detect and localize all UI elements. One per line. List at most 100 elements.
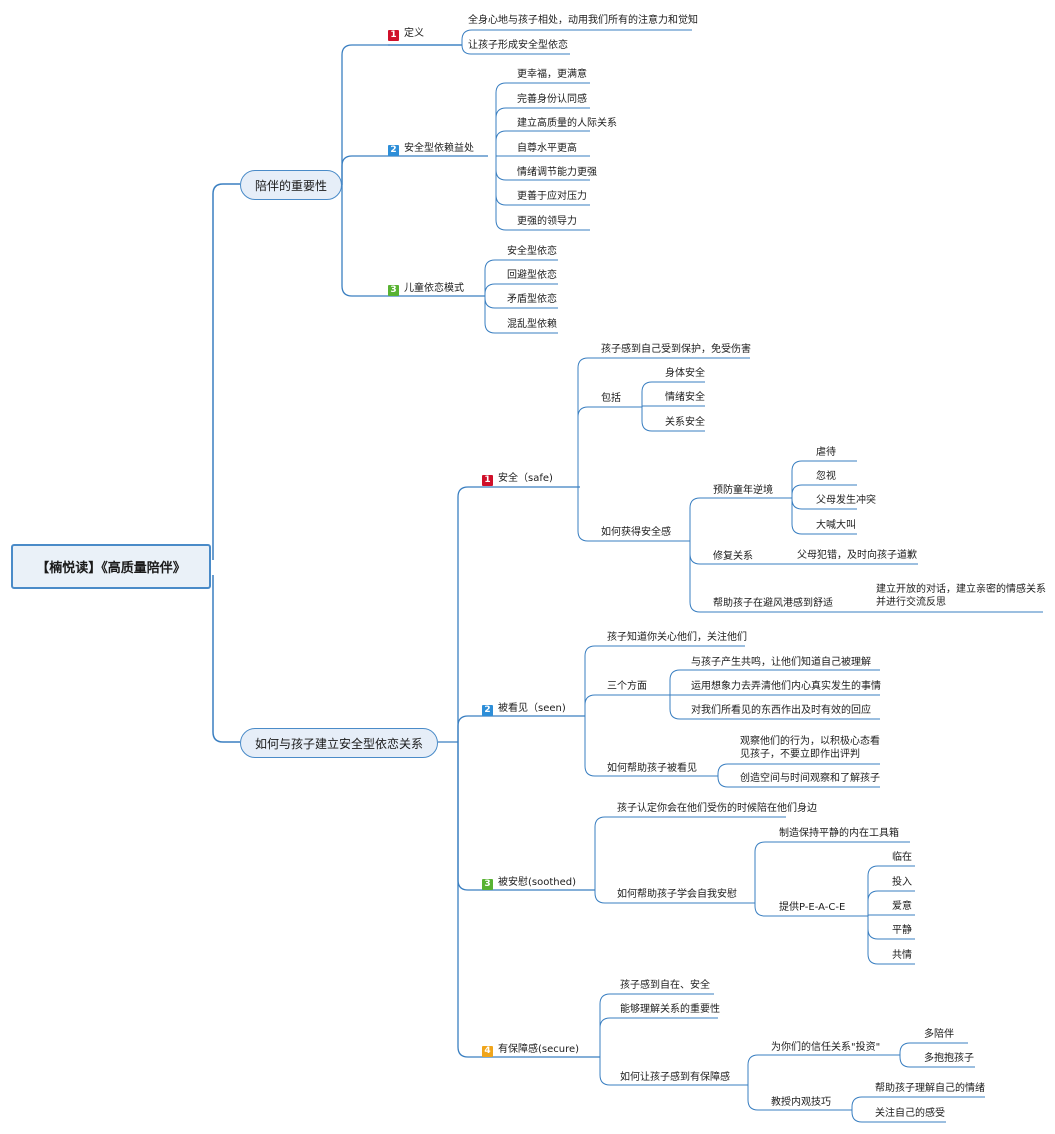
subtopic[interactable]: 情绪调节能力更强: [517, 167, 597, 178]
subtopic[interactable]: 孩子感到自在、安全: [620, 980, 710, 991]
subtopic[interactable]: 完善身份认同感: [517, 94, 587, 105]
subtopic[interactable]: 运用想象力去弄清他们内心真实发生的事情: [691, 681, 881, 692]
subtopic[interactable]: 回避型依恋: [507, 270, 557, 281]
connector-line: [461, 44, 570, 55]
subtopic[interactable]: 帮助孩子在避风港感到舒适: [713, 598, 833, 609]
connector-line: [899, 1042, 968, 1055]
connector-line: [867, 914, 915, 917]
connector-line: [791, 460, 857, 498]
subtopic[interactable]: 身体安全: [665, 368, 705, 379]
subtopic[interactable]: 多抱抱孩子: [924, 1053, 974, 1064]
subtopic[interactable]: 父母发生冲突: [816, 495, 876, 506]
subtopic[interactable]: 关注自己的感受: [875, 1108, 945, 1119]
subtopic[interactable]: 预防童年逆境: [713, 485, 773, 496]
connector-line: [577, 487, 690, 542]
connector-line: [457, 742, 595, 891]
priority-2-icon: 2: [482, 705, 493, 716]
subtopic[interactable]: 帮助孩子理解自己的情绪: [875, 1083, 985, 1094]
root-topic[interactable]: 【楠悦读】《高质量陪伴》: [11, 544, 211, 589]
subtopic[interactable]: 能够理解关系的重要性: [620, 1004, 720, 1015]
subtopic[interactable]: 多陪伴: [924, 1029, 954, 1040]
connector-line: [457, 742, 600, 1058]
subtopic[interactable]: 临在: [892, 852, 912, 863]
subtopic[interactable]: 建立开放的对话，建立亲密的情感关系并进行交流反思: [876, 584, 1046, 608]
subtopic[interactable]: 与孩子产生共鸣，让他们知道自己被理解: [691, 657, 871, 668]
subtopic[interactable]: 父母犯错，及时向孩子道歉: [797, 550, 917, 561]
subtopic[interactable]: 孩子认定你会在他们受伤的时候陪在他们身边: [617, 803, 817, 814]
connector-line: [457, 486, 580, 742]
main-topic-importance[interactable]: 陪伴的重要性: [240, 170, 342, 200]
connector-line: [867, 865, 915, 916]
subtopic[interactable]: 对我们所看见的东西作出及时有效的回应: [691, 705, 871, 716]
subtopic[interactable]: 共情: [892, 950, 912, 961]
topic-soothed[interactable]: 3 被安慰(soothed): [482, 876, 576, 890]
connector-line: [754, 903, 868, 917]
subtopic-includes[interactable]: 包括: [601, 393, 621, 404]
subtopic[interactable]: 修复关系: [713, 551, 753, 562]
subtopic[interactable]: 虐待: [816, 447, 836, 458]
connector-line: [341, 44, 462, 185]
subtopic[interactable]: 更善于应对压力: [517, 191, 587, 202]
topic-label: 定义: [404, 28, 424, 39]
connector-line: [484, 283, 558, 296]
connector-line: [599, 1017, 718, 1057]
subtopic[interactable]: 如何帮助孩子被看见: [607, 763, 697, 774]
connector-line: [341, 185, 485, 297]
connector-line: [495, 82, 590, 156]
connector-line: [689, 541, 852, 613]
subtopic[interactable]: 更幸福，更满意: [517, 69, 587, 80]
topic-label: 安全（safe): [498, 473, 553, 484]
priority-3-icon: 3: [388, 285, 399, 296]
subtopic[interactable]: 平静: [892, 925, 912, 936]
connector-line: [669, 695, 880, 720]
subtopic[interactable]: 混乱型依赖: [507, 319, 557, 330]
subtopic[interactable]: 大喊大叫: [816, 520, 856, 531]
subtopic-how-safe[interactable]: 如何获得安全感: [601, 527, 671, 538]
subtopic[interactable]: 爱意: [892, 901, 912, 912]
topic-label: 安全型依赖益处: [404, 143, 474, 154]
priority-3-icon: 3: [482, 879, 493, 890]
subtopic[interactable]: 教授内观技巧: [771, 1097, 831, 1108]
subtopic[interactable]: 三个方面: [607, 681, 647, 692]
connector-line: [717, 763, 880, 776]
connector-line: [669, 669, 880, 695]
subtopic[interactable]: 自尊水平更高: [517, 143, 577, 154]
connector-line: [495, 130, 590, 156]
subtopic[interactable]: 矛盾型依恋: [507, 294, 557, 305]
subtopic[interactable]: 关系安全: [665, 417, 705, 428]
main-topic-build-attachment[interactable]: 如何与孩子建立安全型依恋关系: [240, 728, 438, 758]
topic-label: 儿童依恋模式: [404, 283, 464, 294]
subtopic[interactable]: 创造空间与时间观察和了解孩子: [740, 773, 880, 784]
subtopic[interactable]: 提供P-E-A-C-E: [779, 902, 846, 913]
subtopic[interactable]: 更强的领导力: [517, 216, 577, 227]
subtopic[interactable]: 如何帮助孩子学会自我安慰: [617, 889, 737, 900]
subtopic[interactable]: 安全型依恋: [507, 246, 557, 257]
subtopic[interactable]: 忽视: [816, 471, 836, 482]
connector-line: [641, 407, 705, 432]
topic-label: 被安慰(soothed): [498, 877, 577, 888]
subtopic[interactable]: 投入: [892, 877, 912, 888]
topic-label: 有保障感(secure): [498, 1044, 580, 1055]
subtopic[interactable]: 全身心地与孩子相处，动用我们所有的注意力和觉知: [468, 15, 698, 26]
priority-2-icon: 2: [388, 145, 399, 156]
connector-line: [584, 694, 670, 716]
connector-line: [457, 715, 585, 742]
subtopic[interactable]: 情绪安全: [665, 392, 705, 403]
subtopic[interactable]: 制造保持平静的内在工具箱: [779, 828, 899, 839]
topic-attachment-patterns[interactable]: 3 儿童依恋模式: [388, 282, 464, 296]
subtopic[interactable]: 如何让孩子感到有保障感: [620, 1072, 730, 1083]
subtopic[interactable]: 孩子感到自己受到保护，免受伤害: [601, 344, 751, 355]
subtopic[interactable]: 观察他们的行为，以积极心态看见孩子，不要立即作出评判: [740, 736, 880, 760]
subtopic[interactable]: 建立高质量的人际关系: [517, 118, 617, 129]
subtopic[interactable]: 为你们的信任关系"投资": [771, 1042, 881, 1053]
connector-line: [577, 357, 750, 487]
connector-line: [641, 381, 705, 407]
subtopic[interactable]: 让孩子形成安全型依恋: [468, 40, 568, 51]
connector-line: [577, 406, 642, 487]
subtopic[interactable]: 孩子知道你关心他们，关注他们: [607, 632, 747, 643]
topic-secure-benefits[interactable]: 2 安全型依赖益处: [388, 142, 474, 156]
